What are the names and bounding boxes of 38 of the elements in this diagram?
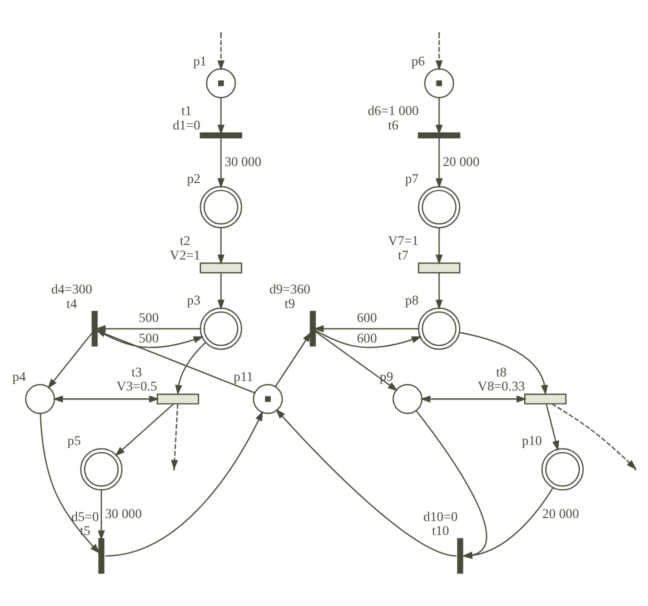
node-label: t2: [180, 233, 190, 248]
node-label: p7: [405, 170, 419, 186]
node-label: V8=0.33: [478, 378, 525, 394]
node-label: d1=0: [172, 117, 200, 132]
node-label: p8: [405, 292, 419, 308]
node-label: d4=300: [51, 281, 92, 296]
node-label: d6=1 000: [368, 103, 419, 118]
edge-label: 30 000: [104, 506, 142, 521]
edge-label: 500: [138, 310, 159, 326]
node-label: t7: [398, 248, 408, 263]
node-label: t8: [496, 364, 507, 380]
node-label: d9=360: [269, 281, 310, 296]
edge-label: 20 000: [442, 154, 480, 169]
node-label: d10=0: [423, 508, 458, 524]
edge-label: 600: [356, 330, 377, 346]
node-label: p10: [522, 433, 542, 448]
node-label: p3: [187, 292, 200, 308]
node-label: t9: [284, 296, 296, 311]
edge-label: 600: [356, 310, 377, 326]
node-label: p1: [193, 53, 207, 68]
node-label: t4: [66, 296, 77, 311]
node-label: p2: [187, 170, 200, 186]
node-label: t6: [388, 117, 398, 132]
node-label: d5=0: [71, 508, 99, 524]
node-label: t3: [132, 364, 142, 380]
node-label: V3=0.5: [116, 378, 158, 394]
edge-label: 20 000: [542, 506, 580, 521]
edge-label: 30 000: [224, 154, 262, 169]
node-label: p6: [411, 53, 425, 68]
edge-label: 500: [138, 330, 159, 346]
node-label: V7=1: [388, 233, 419, 248]
node-label: p11: [234, 369, 254, 384]
node-label: p5: [67, 433, 81, 448]
node-label: p9: [380, 369, 394, 384]
node-label: V2=1: [170, 248, 200, 263]
node-label: t10: [432, 523, 450, 538]
node-label: p4: [12, 369, 26, 384]
node-label: t1: [181, 103, 192, 118]
